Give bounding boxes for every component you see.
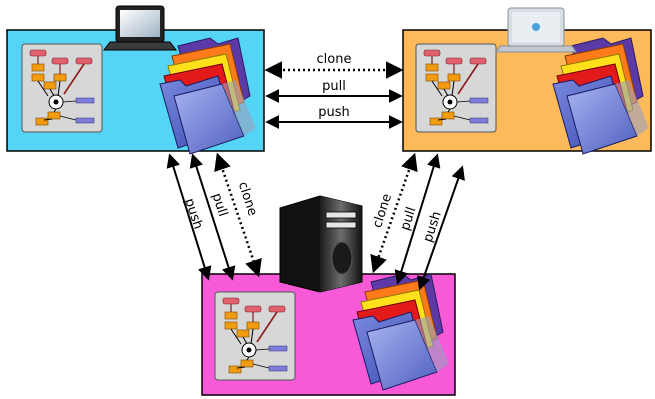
server-tower-icon: [279, 195, 363, 293]
commit-graph-icon: [214, 291, 296, 381]
edge-label-clone-rs: clone: [370, 192, 395, 230]
apple-laptop-icon: [495, 7, 577, 53]
folder-stack-icon: [159, 37, 257, 155]
edge-label-pull-ls: pull: [209, 191, 231, 218]
clone-arrow-left-server: [214, 152, 262, 278]
laptop-icon: [103, 5, 177, 51]
edge-label-pull-lr: pull: [322, 79, 346, 94]
edge-label-push-ls: push: [181, 197, 205, 232]
push-arrow-right-server: [417, 165, 465, 291]
folder-stack-icon: [552, 37, 650, 155]
commit-graph-icon: [415, 43, 497, 133]
folder-stack-icon: [352, 273, 450, 391]
edge-label-clone-lr: clone: [317, 52, 352, 67]
edge-label-push-lr: push: [318, 105, 350, 120]
edge-label-pull-rs: pull: [398, 205, 420, 232]
edge-label-clone-ls: clone: [235, 180, 260, 218]
commit-graph-icon: [21, 43, 103, 133]
